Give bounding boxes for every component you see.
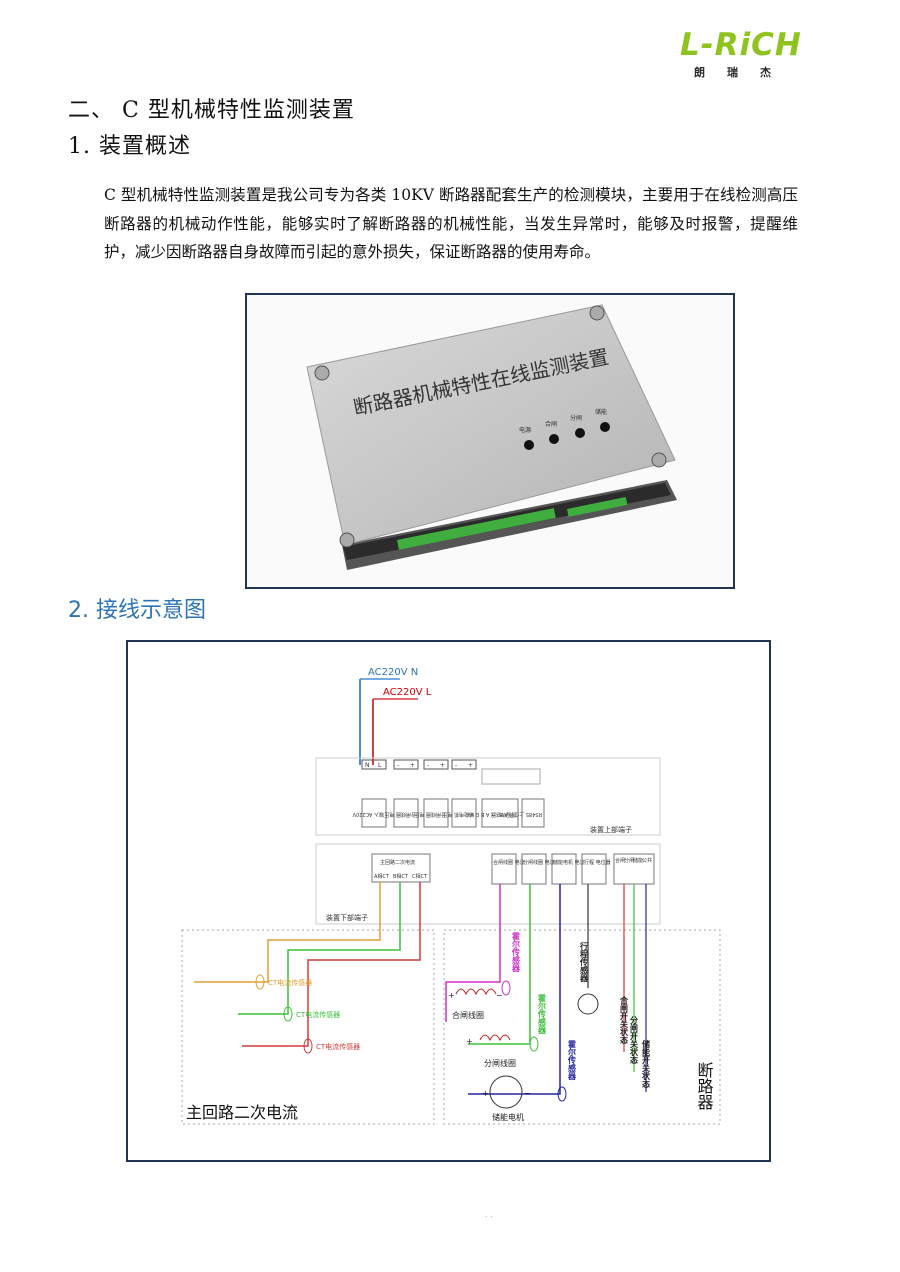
top-terminal-n: N	[365, 762, 370, 769]
close-coil-label: 合闸线圈	[452, 1010, 484, 1020]
top-terminal-plus-3: +	[468, 762, 473, 769]
plus-sign-2: +	[466, 1037, 473, 1046]
status-close-label: 合闸	[615, 857, 625, 864]
top-label-input: 输入 AC220V	[352, 811, 384, 818]
top-label-close-voltage: 合闸线圈 电压	[384, 811, 416, 818]
ct-sensor-a: CT电流传感器	[268, 978, 312, 987]
hall-sensor-close: 霍尔传感器	[511, 931, 521, 973]
top-terminal-plus-2: +	[440, 762, 445, 769]
company-logo: L-RiCH 朗瑞杰	[680, 30, 808, 80]
status-store-label: 储能	[633, 857, 643, 864]
overview-text: C 型机械特性监测装置是我公司专为各类 10KV 断路器配套生产的检测模块，主要…	[104, 186, 798, 261]
top-terminal-minus-3: -	[455, 762, 457, 769]
status-open-label: 分闸	[624, 857, 634, 864]
ct-sensor-b: CT电流传感器	[296, 1010, 340, 1019]
top-label-stroke: 行程传感器 A B G V+	[466, 811, 516, 818]
wiring-diagram: AC220V N AC220V L 装置上部端子 N L - + - + - +	[126, 640, 771, 1162]
stroke-pot-label: 行程 电位器	[584, 859, 611, 866]
hall-sensor-motor: 霍尔传感器	[567, 1039, 577, 1081]
top-terminal-plus-1: +	[410, 762, 415, 769]
plus-sign-1: +	[448, 991, 455, 1000]
logo-word: L-RiCH	[680, 27, 802, 63]
subheading-wiring: 2. 接线示意图	[68, 598, 206, 623]
wire-l-label: AC220V L	[383, 687, 432, 698]
led-label-close: 合闸	[545, 420, 557, 428]
top-terminal-l: L	[378, 762, 382, 769]
bottom-box-label: 装置下部端子	[326, 913, 368, 922]
led-label-open: 分闸	[570, 414, 582, 422]
top-terminal-minus-1: -	[397, 762, 399, 769]
plus-sign-3: +	[482, 1089, 489, 1098]
ct-terminal-b: B相CT	[393, 873, 409, 880]
motor-current-label: 储能电机 电流	[553, 859, 585, 866]
top-label-motor-voltage: 储能电机 电压	[442, 811, 474, 818]
breaker-title: 断路器	[695, 1062, 714, 1110]
status-common-label: 公共	[642, 857, 652, 864]
store-state-label: 储能开关状态	[641, 1039, 651, 1089]
main-circuit-title: 主回路二次电流	[186, 1103, 298, 1122]
motor-label: 储能电机	[492, 1112, 524, 1122]
section-heading: 二、 C 型机械特性监测装置	[68, 98, 355, 123]
page-dots: . .	[485, 1210, 493, 1219]
wire-n-label: AC220V N	[368, 667, 418, 678]
ct-terminal-c: C相CT	[412, 873, 428, 880]
led-label-store: 储能	[595, 408, 607, 416]
ct-sensor-c: CT电流传感器	[316, 1042, 360, 1051]
open-coil-label: 分闸线圈	[484, 1058, 516, 1068]
top-box-label: 装置上部端子	[590, 825, 632, 834]
ct-terminal-a: A相CT	[374, 873, 390, 880]
main-current-header: 主回路二次电流	[380, 859, 415, 866]
led-label-power: 电源	[519, 426, 531, 434]
hall-sensor-open: 霍尔传感器	[537, 993, 547, 1035]
close-state-label: 合闸开关状态	[619, 995, 629, 1045]
minus-sign-3: −	[524, 1089, 531, 1098]
logo-chinese: 朗瑞杰	[694, 66, 793, 79]
open-current-label: 分闸线圈 电流	[523, 859, 555, 866]
minus-sign-1: −	[496, 991, 503, 1000]
top-label-open-voltage: 分闸线圈 电压	[414, 811, 446, 818]
stroke-sensor-label: 行程传感器	[579, 941, 589, 983]
subheading-overview: 1. 装置概述	[68, 134, 191, 159]
top-label-rs485: RS485 上位机 A B	[499, 811, 542, 818]
top-terminal-minus-2: -	[427, 762, 429, 769]
overview-paragraph: C 型机械特性监测装置是我公司专为各类 10KV 断路器配套生产的检测模块，主要…	[104, 181, 798, 267]
device-photo: 断路器机械特性在线监测装置 电源 合闸 分闸 储能	[245, 293, 735, 589]
close-current-label: 合闸线圈 电流	[493, 859, 525, 866]
open-state-label: 分闸开关状态	[629, 1015, 639, 1065]
